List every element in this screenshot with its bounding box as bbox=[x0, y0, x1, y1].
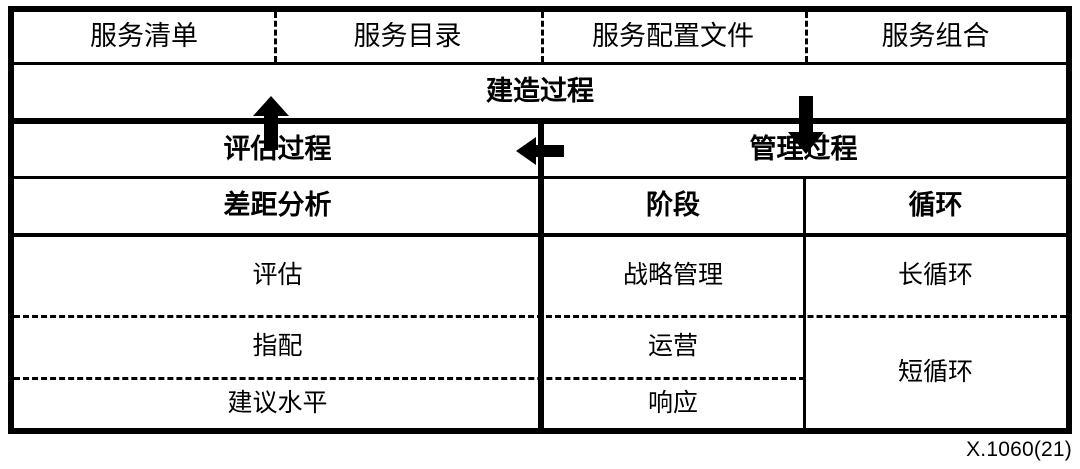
body-cell-response: 响应 bbox=[647, 389, 698, 417]
down-arrow bbox=[788, 96, 824, 154]
frame-bottom-border bbox=[8, 428, 1072, 434]
body-cell-assignment: 指配 bbox=[252, 333, 303, 361]
body-cell-assessment: 评估 bbox=[252, 262, 303, 290]
header-cell-cycle: 循环 bbox=[908, 190, 963, 221]
figure-caption: X.1060(21) bbox=[966, 438, 1072, 461]
rule-under-top-row bbox=[14, 62, 1066, 65]
body-cell-service-level-proposal: 建议水平 bbox=[227, 389, 328, 417]
frame-left-border bbox=[8, 6, 14, 434]
build-process-cell: 建造过程 bbox=[486, 75, 594, 106]
top-cell-service-profile: 服务配置文件 bbox=[592, 21, 754, 52]
frame-right-border bbox=[1066, 6, 1072, 434]
header-cell-stage: 阶段 bbox=[646, 190, 700, 221]
top-cell-service-catalog: 服务目录 bbox=[353, 21, 462, 52]
body-cell-operations: 运营 bbox=[647, 333, 698, 361]
body-cell-long-cycle: 长循环 bbox=[897, 262, 973, 290]
rule-under-build-row bbox=[14, 118, 1066, 124]
frame-top-border bbox=[8, 6, 1072, 12]
header-cell-gap-analysis: 差距分析 bbox=[223, 190, 332, 221]
top-cell-service-portfolio: 服务组合 bbox=[881, 21, 990, 52]
up-arrow bbox=[253, 96, 289, 150]
left-arrow bbox=[516, 137, 564, 165]
top-row-divider-1 bbox=[274, 12, 277, 62]
body-cell-short-cycle: 短循环 bbox=[897, 358, 973, 386]
column-divider-major bbox=[538, 124, 544, 428]
body-cell-strategic-management: 战略管理 bbox=[622, 262, 723, 290]
rule-body-row-2-3 bbox=[14, 377, 805, 380]
column-divider-stage-cycle bbox=[803, 179, 806, 428]
top-cell-service-list: 服务清单 bbox=[90, 21, 198, 52]
top-row-divider-2 bbox=[541, 12, 544, 62]
top-row-divider-3 bbox=[805, 12, 808, 62]
